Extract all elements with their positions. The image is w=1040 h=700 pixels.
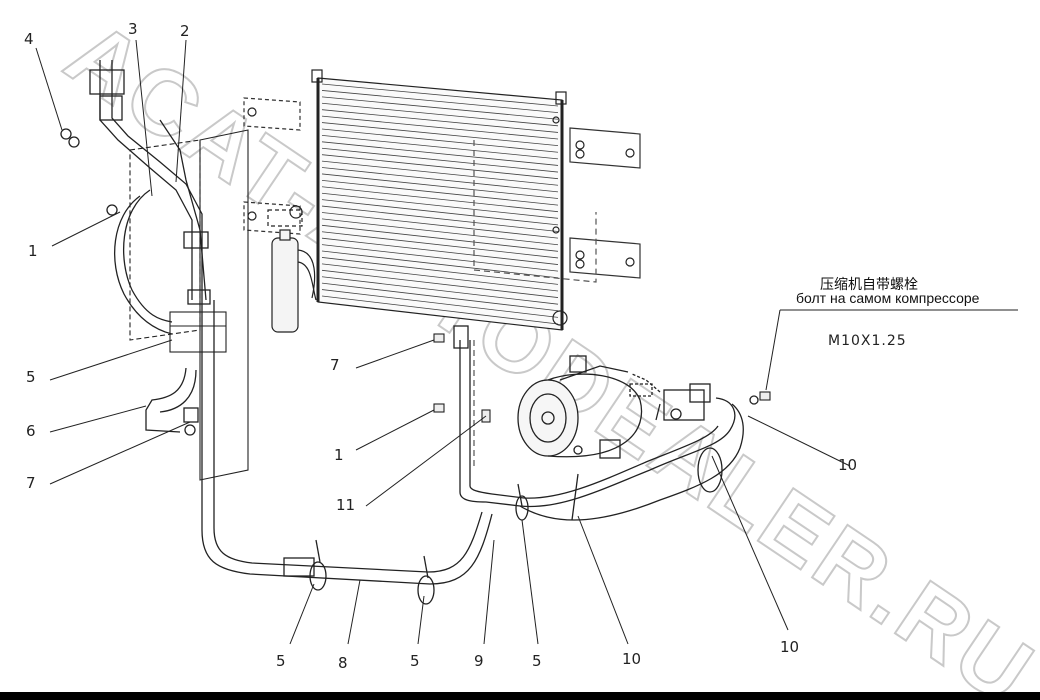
callout-2-top: 2: [180, 22, 190, 40]
callout-5-bottom-c: 5: [532, 652, 542, 670]
callout-5-bottom-b: 5: [410, 652, 420, 670]
callout-10-right: 10: [838, 456, 858, 474]
callout-4-top: 4: [24, 30, 34, 48]
callout-5-bottom-a: 5: [276, 652, 286, 670]
callout-10-bottom: 10: [622, 650, 642, 668]
callout-3-top: 3: [128, 20, 138, 38]
callout-8-bottom: 8: [338, 654, 348, 672]
callout-7-mid: 7: [330, 356, 340, 374]
callout-9-bottom: 9: [474, 652, 484, 670]
callout-1-mid: 1: [334, 446, 344, 464]
suction-hose: [453, 325, 759, 521]
callout-6-left: 6: [26, 422, 36, 440]
note-russian: болт на самом компрессоре: [796, 290, 980, 306]
callout-11-mid: 11: [336, 496, 356, 514]
callout-1-left: 1: [28, 242, 38, 260]
callout-7-left: 7: [26, 474, 36, 492]
condenser-fins: [321, 83, 559, 325]
callout-10-right-bottom: 10: [780, 638, 800, 656]
receiver-drier: [267, 205, 317, 333]
note-bolt-spec: M10X1.25: [828, 333, 907, 349]
note-chinese: 压缩机自带螺栓: [820, 277, 918, 293]
compressor: [517, 355, 653, 459]
leader-lines: [35, 39, 1018, 645]
callout-5-left: 5: [26, 368, 36, 386]
condenser: [243, 69, 641, 470]
left-mount-bracket: [129, 129, 249, 481]
left-hose-group: [60, 60, 493, 605]
